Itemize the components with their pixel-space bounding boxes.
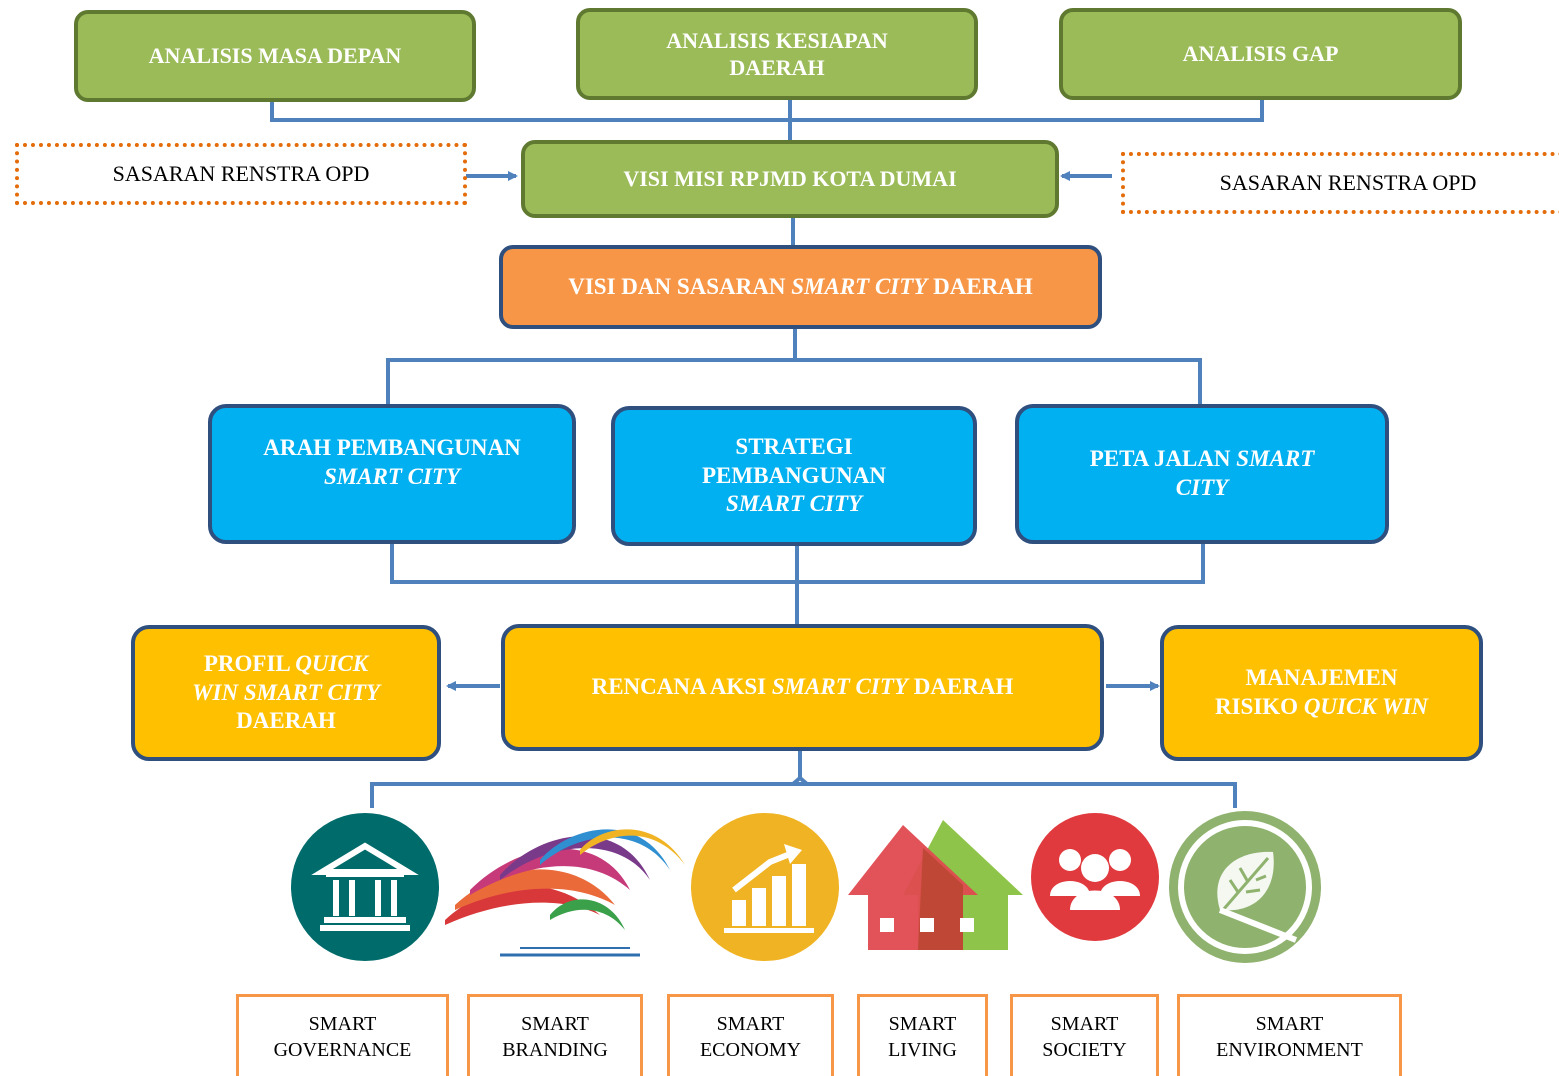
governance-line2: GOVERNANCE	[273, 1038, 412, 1061]
environment-line1: SMART	[1255, 1012, 1324, 1035]
strategi-line2: PEMBANGUNAN	[702, 462, 886, 488]
rencana-italic: SMART CITY	[771, 674, 908, 700]
visi-misi-rpjmd-label: VISI MISI RPJMD KOTA DUMAI	[623, 166, 957, 192]
profil-italic2: WIN SMART CITY	[192, 679, 380, 705]
visi-sasaran-label: VISI DAN SASARAN SMART CITY DAERAH	[568, 273, 1033, 302]
manajemen-italic: QUICK WIN	[1303, 694, 1429, 719]
profil-quick-win-box: PROFIL QUICK WIN SMART CITY DAERAH	[131, 625, 441, 761]
peta-pre: PETA JALAN	[1089, 446, 1237, 472]
smart-branding-label: SMART BRANDING	[467, 994, 643, 1076]
arah-italic: SMART CITY	[323, 463, 461, 489]
sasaran-renstra-left-box: SASARAN RENSTRA OPD	[15, 143, 467, 205]
profil-line1: PROFIL QUICK	[204, 650, 368, 679]
visi-sasaran-italic: SMART CITY	[791, 273, 928, 299]
smart-living-label: SMART LIVING	[857, 994, 988, 1076]
economy-chart-icon	[691, 813, 839, 961]
governance-line1: SMART	[308, 1012, 377, 1035]
profil-pre: PROFIL	[203, 650, 296, 676]
living-line1: SMART	[888, 1012, 957, 1035]
environment-line2: ENVIRONMENT	[1216, 1038, 1363, 1061]
peta-italic1: SMART	[1236, 446, 1315, 472]
analisis-gap-box: ANALISIS GAP	[1059, 8, 1462, 100]
rencana-label: RENCANA AKSI SMART CITY DAERAH	[592, 673, 1014, 702]
peta-line1: PETA JALAN SMART	[1090, 445, 1315, 474]
analisis-gap-label: ANALISIS GAP	[1182, 41, 1339, 67]
branding-line2: BRANDING	[502, 1038, 608, 1061]
strategi-line1: STRATEGI	[735, 433, 853, 459]
analisis-kesiapan-line2: DAERAH	[729, 55, 825, 80]
economy-line2: ECONOMY	[699, 1038, 802, 1061]
visi-sasaran-post: DAERAH	[927, 273, 1033, 299]
sasaran-renstra-right-label: SASARAN RENSTRA OPD	[1219, 170, 1477, 195]
economy-line1: SMART	[716, 1012, 785, 1035]
environment-leaf-icon	[1169, 811, 1321, 963]
branding-line1: SMART	[521, 1012, 589, 1035]
government-building-icon	[291, 813, 439, 961]
profil-italic1: QUICK	[295, 650, 369, 676]
smart-environment-label: SMART ENVIRONMENT	[1177, 994, 1402, 1076]
strategi-italic: SMART CITY	[725, 491, 863, 517]
smart-governance-label: SMART GOVERNANCE	[236, 994, 449, 1076]
rencana-post: DAERAH	[907, 674, 1014, 700]
living-line2: LIVING	[888, 1038, 957, 1061]
profil-line3: DAERAH	[236, 708, 336, 734]
visi-sasaran-smart-city-box: VISI DAN SASARAN SMART CITY DAERAH	[499, 245, 1102, 329]
strategi-pembangunan-box: STRATEGI PEMBANGUNAN SMART CITY	[611, 406, 977, 546]
smart-economy-label: SMART ECONOMY	[667, 994, 834, 1076]
visi-misi-rpjmd-box: VISI MISI RPJMD KOTA DUMAI	[521, 140, 1059, 218]
visi-sasaran-pre: VISI DAN SASARAN	[568, 273, 792, 299]
manajemen-risiko-box: MANAJEMEN RISIKO QUICK WIN	[1160, 625, 1483, 761]
manajemen-pre: RISIKO	[1214, 694, 1304, 719]
sasaran-renstra-right-box: SASARAN RENSTRA OPD	[1121, 152, 1559, 214]
peta-jalan-box: PETA JALAN SMART CITY	[1015, 404, 1389, 544]
analisis-masa-depan-box: ANALISIS MASA DEPAN	[74, 10, 476, 102]
sasaran-renstra-left-label: SASARAN RENSTRA OPD	[112, 161, 370, 186]
manajemen-line2: RISIKO QUICK WIN	[1215, 693, 1428, 722]
society-people-icon	[1031, 813, 1159, 941]
analisis-kesiapan-line1: ANALISIS KESIAPAN	[666, 27, 888, 53]
arah-pembangunan-box: ARAH PEMBANGUNAN SMART CITY	[208, 404, 576, 544]
rencana-pre: RENCANA AKSI	[591, 674, 772, 700]
analisis-masa-depan-label: ANALISIS MASA DEPAN	[148, 43, 402, 69]
arah-line1: ARAH PEMBANGUNAN	[263, 435, 521, 460]
branding-swoosh-icon	[445, 829, 685, 957]
society-line1: SMART	[1050, 1012, 1119, 1035]
manajemen-line1: MANAJEMEN	[1245, 665, 1398, 691]
analisis-kesiapan-box: ANALISIS KESIAPAN DAERAH	[576, 8, 978, 100]
society-line2: SOCIETY	[1042, 1038, 1127, 1061]
rencana-aksi-box: RENCANA AKSI SMART CITY DAERAH	[501, 624, 1104, 751]
peta-italic2: CITY	[1175, 475, 1229, 500]
smart-society-label: SMART SOCIETY	[1010, 994, 1159, 1076]
living-houses-icon	[848, 820, 1023, 950]
